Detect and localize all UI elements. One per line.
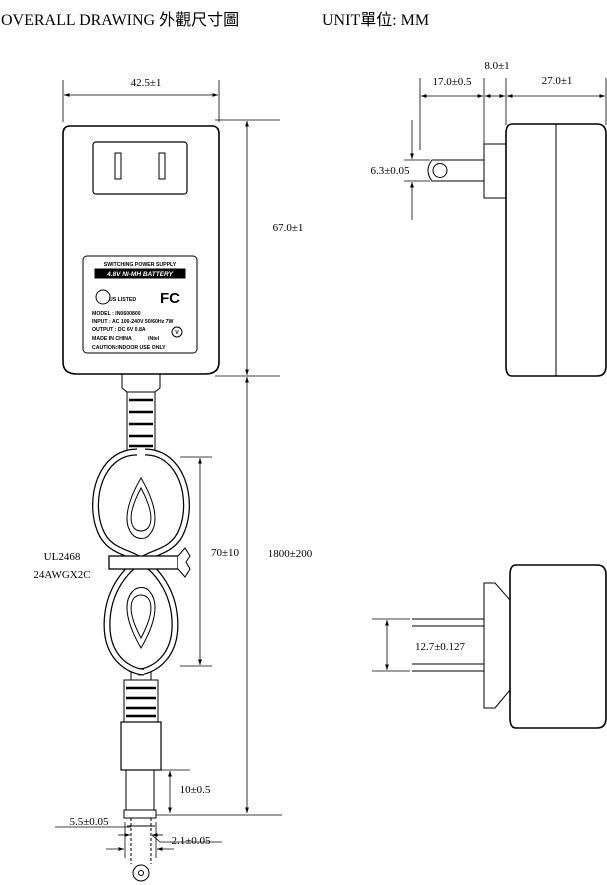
dim-prong-width: 6.3±0.05	[370, 165, 410, 177]
dim-plug-length: 10±0.5	[180, 784, 211, 796]
dim-side-gap: 8.0±1	[484, 60, 509, 72]
fcc-logo: FC	[160, 290, 180, 307]
unit-label: UNIT單位: MM	[322, 12, 430, 29]
dim-side-depth: 27.0±1	[542, 75, 573, 87]
dim-width: 42.5±1	[131, 77, 162, 89]
dim-side-prong: 17.0±0.5	[432, 76, 472, 88]
dim-cable-coil: 70±10	[211, 547, 240, 559]
label-line1: SWITCHING POWER SUPPLY	[104, 262, 177, 268]
dim-plug-od: 5.5±0.05	[69, 816, 109, 828]
label-brand: iNtel	[148, 336, 160, 342]
cable-spec-line1: UL2468	[44, 551, 81, 563]
label-caution: CAUTION:INDOOR USE ONLY	[92, 345, 166, 351]
coiled-cable	[92, 448, 191, 676]
label-model: MODEL : IN0600800	[92, 311, 141, 317]
dim-cable-length: 1800±200	[268, 548, 313, 560]
rating-label	[82, 255, 198, 354]
cable-spec-line2: 24AWGX2C	[33, 569, 90, 581]
strain-relief	[121, 374, 161, 450]
dimension-lines	[55, 78, 607, 858]
dim-prong-spacing: 12.7±0.127	[415, 641, 466, 653]
label-made: MADE IN CHINA	[92, 336, 132, 342]
label-v-mark: V	[175, 330, 179, 336]
label-line2: 4.8V NI-MH BATTERY	[106, 271, 174, 278]
ul-listed-text: US LISTED	[109, 297, 136, 303]
label-output: OUTPUT : DC 6V 0.8A	[92, 327, 146, 333]
dc-plug	[120, 672, 162, 882]
dim-height: 67.0±1	[273, 222, 304, 234]
label-input: INPUT : AC 100-240V 50/60Hz 7W	[92, 319, 173, 325]
adapter-bottom-view	[412, 564, 607, 729]
drawing-title: OVERALL DRAWING 外觀尺寸圖	[1, 12, 240, 29]
adapter-side-view	[427, 123, 607, 377]
dim-plug-id: 2.1±0.05	[171, 835, 211, 847]
adapter-front-view	[62, 125, 220, 375]
